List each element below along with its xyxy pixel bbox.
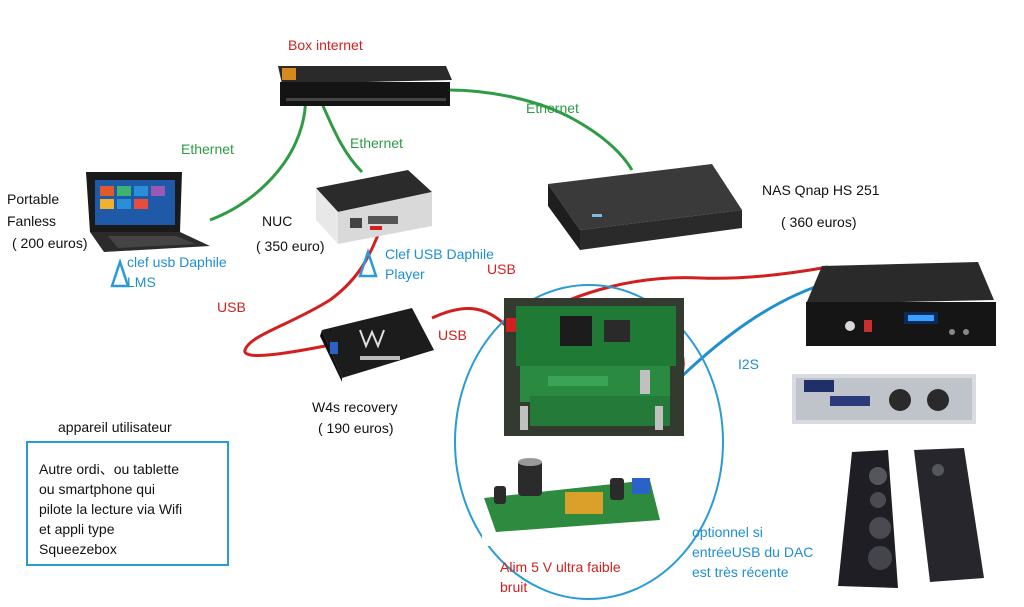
optionnel-label-line1: optionnel si: [692, 524, 763, 540]
nas-price: ( 360 euros): [781, 214, 857, 230]
box-internet-label: Box internet: [288, 37, 363, 53]
power-supply-board: [482, 450, 662, 546]
usb-dongle-lms-icon: [110, 258, 130, 288]
router-device: [278, 66, 452, 106]
optionnel-label-line3: est très récente: [692, 564, 789, 580]
optionnel-label-line2: entréeUSB du DAC: [692, 544, 814, 560]
nuc-price: ( 350 euro): [256, 238, 325, 254]
portable-label-line1: Portable: [7, 191, 60, 207]
optional-section-ellipse: [454, 284, 724, 600]
usb-label-top: USB: [487, 261, 516, 277]
w4s-label: W4s recovery: [312, 399, 398, 415]
amplifier-device: [792, 374, 976, 424]
usb-label-left: USB: [217, 299, 246, 315]
alim-label-line2: bruit: [500, 579, 528, 595]
i2s-cable: [678, 280, 831, 380]
portable-label-line2: Fanless: [7, 213, 57, 229]
ethernet-cable-nas: [447, 88, 634, 171]
usb-label-mid: USB: [438, 327, 467, 343]
laptop-device: [86, 172, 210, 252]
clef-lms-label-line1: clef usb Daphile: [127, 254, 227, 270]
appareil-label: appareil utilisateur: [58, 419, 172, 435]
portable-price: ( 200 euros): [12, 235, 88, 251]
clef-player-label-line2: Player: [385, 266, 425, 282]
nuc-device: [316, 170, 432, 244]
nuc-label: NUC: [262, 213, 293, 229]
user-device-description: Autre ordi、ou tablette ou smartphone qui…: [39, 461, 183, 557]
ethernet-label-nas: Ethernet: [526, 100, 579, 116]
ethernet-label-laptop: Ethernet: [181, 141, 234, 157]
usb-dongle-player-icon: [358, 248, 378, 278]
user-device-box: Autre ordi、ou tablette ou smartphone qui…: [26, 441, 229, 566]
ethernet-label-nuc: Ethernet: [350, 135, 403, 151]
speakers-device: [830, 430, 990, 595]
usb-converter-device: [320, 308, 434, 382]
clef-player-label-line1: Clef USB Daphile: [385, 246, 494, 262]
w4s-price: ( 190 euros): [318, 420, 394, 436]
nas-device: [548, 164, 742, 250]
clef-lms-label-line2: LMS: [127, 274, 156, 290]
alim-label-line1: Alim 5 V ultra faible: [500, 559, 621, 575]
i2s-label: I2S: [738, 356, 760, 372]
interface-board: [504, 298, 684, 436]
dac-device: [806, 262, 996, 346]
nas-label: NAS Qnap HS 251: [762, 182, 880, 198]
